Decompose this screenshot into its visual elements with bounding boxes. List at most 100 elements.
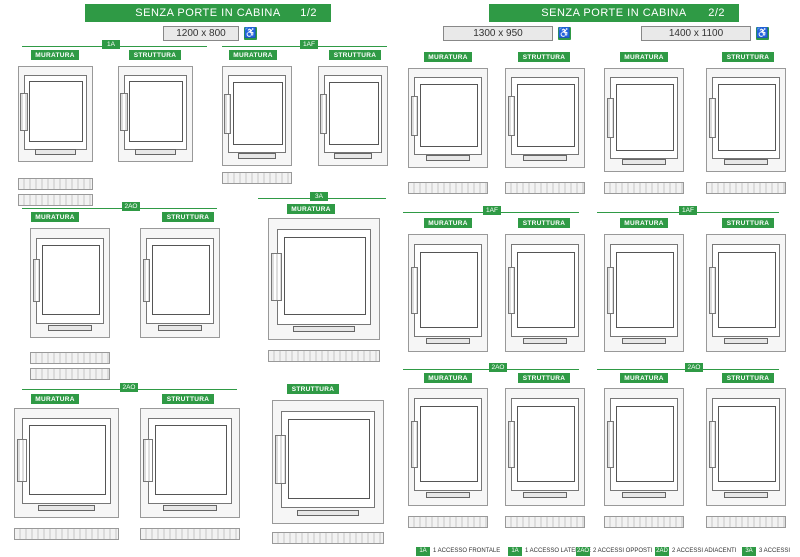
section-view [222,172,292,184]
shaft-plan [604,388,684,506]
label-muratura: MURATURA [31,394,79,404]
label-struttura: STRUTTURA [287,384,339,394]
access-code: 3A [310,192,328,201]
section-view [505,516,585,528]
legend-text: 1 ACCESSO FRONTALE [433,548,501,554]
label-muratura: MURATURA [620,373,668,383]
section-view [706,182,786,194]
section-view [604,182,684,194]
code-line: 2AO [597,363,779,372]
shaft-plan [30,228,110,338]
section-view [268,350,380,362]
code-line: 3A [258,192,386,201]
access-code: 2AO [120,383,138,392]
section-view [408,182,488,194]
legend-code: 1A [508,546,522,556]
code-line: 1AF [403,206,579,215]
label-muratura: MURATURA [424,373,472,383]
section-view [30,368,110,380]
shaft-plan [408,388,488,506]
shaft-plan [706,68,786,172]
code-line: 2AO [22,202,217,211]
shaft-plan [272,400,384,524]
shaft-plan [706,388,786,506]
shaft-plan [18,66,93,162]
label-struttura: STRUTTURA [518,218,570,228]
label-muratura: MURATURA [31,212,79,222]
label-muratura: MURATURA [424,52,472,62]
legend-item: 2AO 2 ACCESSI OPPOSTI [576,546,652,556]
code-line: 1AF [222,40,387,49]
page-title: SENZA PORTE IN CABINA [135,7,281,19]
label-struttura: STRUTTURA [722,218,774,228]
label-struttura: STRUTTURA [129,50,181,60]
legend-item: 1A 1 ACCESSO FRONTALE [416,546,500,556]
legend-code: 2AD [655,546,669,556]
shaft-plan [118,66,193,162]
page-number: 2/2 [708,7,725,19]
code-line: 1AF [597,206,779,215]
legend-text: 1 ACCESSO LATERALE [525,548,591,554]
shaft-plan [505,234,585,352]
shaft-plan [706,234,786,352]
page-number: 1/2 [300,7,317,19]
label-muratura: MURATURA [620,52,668,62]
code-line: 2AO [403,363,579,372]
section-view [706,516,786,528]
legend-code: 2AO [576,546,590,556]
legend-item: 2AD 2 ACCESSI ADIACENTI [655,546,736,556]
section-view [604,516,684,528]
shaft-plan [408,234,488,352]
access-code: 2AO [489,363,507,372]
legend-text: 3 ACCESSI [759,548,791,554]
shaft-plan [604,234,684,352]
code-line: 2AO [22,383,237,392]
shaft-plan [604,68,684,172]
wheelchair-icon: ♿ [756,27,769,40]
size-box-1200x800: 1200 x 800 [163,26,239,41]
label-struttura: STRUTTURA [722,373,774,383]
shaft-plan [140,228,220,338]
legend-text: 2 ACCESSI ADIACENTI [672,548,737,554]
label-muratura: MURATURA [31,50,79,60]
shaft-plan [268,218,380,340]
legend-text: 2 ACCESSI OPPOSTI [593,548,653,554]
legend-item: 1A 1 ACCESSO LATERALE [508,546,591,556]
access-code: 2AO [685,363,703,372]
size-box-1300x950: 1300 x 950 [443,26,553,41]
wheelchair-icon: ♿ [244,27,257,40]
legend-code: 3A [742,546,756,556]
access-code: 1AF [300,40,318,49]
title-bar-left: SENZA PORTE IN CABINA 1/2 [85,4,331,22]
section-view [30,352,110,364]
shaft-plan [318,66,388,166]
access-code: 1AF [679,206,697,215]
legend-item: 3A 3 ACCESSI [742,546,790,556]
label-struttura: STRUTTURA [162,394,214,404]
label-struttura: STRUTTURA [722,52,774,62]
title-bar-right: SENZA PORTE IN CABINA 2/2 [489,4,739,22]
section-view [14,528,119,540]
shaft-plan [140,408,240,518]
label-struttura: STRUTTURA [518,373,570,383]
access-code: 1A [102,40,120,49]
wheelchair-icon: ♿ [558,27,571,40]
section-view [408,516,488,528]
shaft-plan [505,68,585,168]
code-line: 1A [22,40,207,49]
label-muratura: MURATURA [424,218,472,228]
section-view [140,528,240,540]
legend-code: 1A [416,546,430,556]
shaft-plan [505,388,585,506]
shaft-plan [408,68,488,168]
label-struttura: STRUTTURA [329,50,381,60]
size-box-1400x1100: 1400 x 1100 [641,26,751,41]
shaft-plan [14,408,119,518]
access-code: 1AF [483,206,501,215]
label-struttura: STRUTTURA [162,212,214,222]
section-view [18,178,93,190]
label-muratura: MURATURA [229,50,277,60]
access-code: 2AO [122,202,140,211]
section-view [272,532,384,544]
label-struttura: STRUTTURA [518,52,570,62]
